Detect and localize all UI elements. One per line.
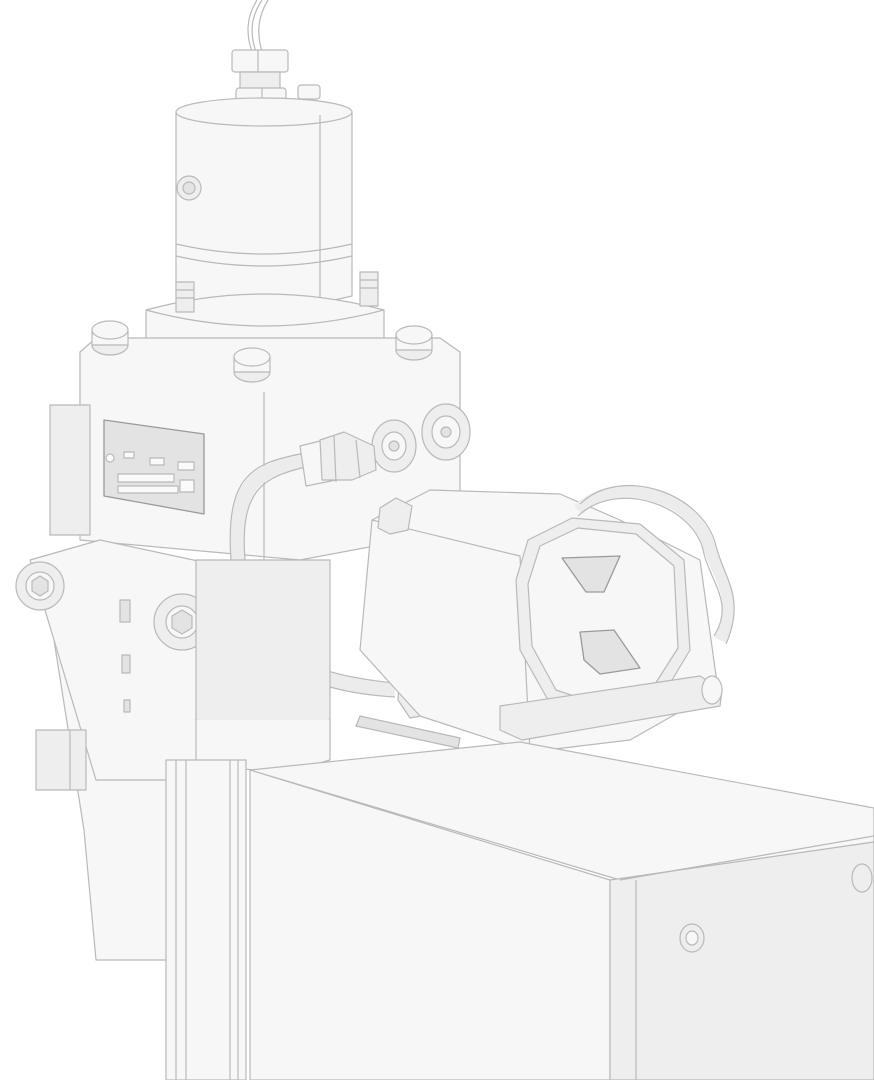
stud-left: [175, 281, 195, 313]
cap-recess-top: [561, 555, 621, 593]
bolt-icon: [395, 325, 433, 361]
slot-icon: [123, 699, 131, 713]
sensor-cylinder: [175, 97, 353, 308]
column: [35, 559, 331, 1080]
cap-recess-bottom: [579, 629, 641, 675]
slot-icon: [119, 599, 131, 623]
lower-enclosure: [249, 741, 874, 1080]
cable: [247, 0, 269, 53]
screw-icon: [851, 863, 873, 893]
bolt-icon: [91, 320, 129, 356]
bolt-icon: [233, 347, 271, 383]
name-plate: [103, 419, 205, 515]
stud-right: [359, 271, 379, 307]
pump-assembly: [355, 484, 735, 753]
side-plugs: [371, 403, 471, 473]
bolt-icon: [15, 561, 65, 611]
slot-icon: [121, 654, 131, 674]
screw-icon: [679, 923, 705, 953]
